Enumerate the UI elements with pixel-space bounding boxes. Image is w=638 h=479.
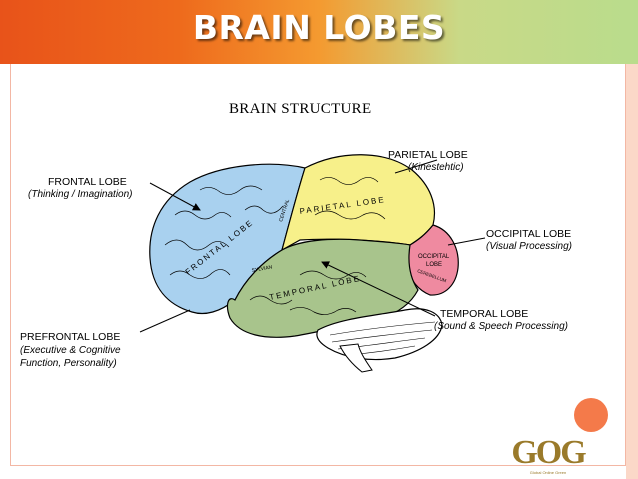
side-accent-bar [626, 64, 638, 479]
slide-frame [10, 64, 626, 466]
occipital-inner-label-1: OCCIPITAL [418, 254, 450, 260]
frontal-lobe-label: FRONTAL LOBE [48, 176, 127, 188]
frontal-lobe-desc: (Thinking / Imagination) [28, 189, 133, 200]
temporal-lobe-desc: (Sound & Speech Processing) [434, 321, 568, 332]
sylvian-inner-label: SYLVIAN [251, 264, 273, 274]
slide-title: BRAIN LOBES [192, 8, 446, 47]
prefrontal-lobe-label: PREFRONTAL LOBE [20, 331, 121, 343]
prefrontal-lobe-desc-2: Function, Personality) [20, 358, 117, 369]
parietal-lobe-label: PARIETAL LOBE [388, 149, 468, 161]
accent-circle [574, 398, 608, 432]
logo-tagline: Global Online Green [529, 470, 567, 475]
logo-text: GOG [511, 434, 586, 471]
diagram-title: BRAIN STRUCTURE [229, 101, 372, 117]
title-banner [0, 0, 638, 64]
parietal-lobe-desc: (Kinestehtic) [408, 162, 464, 173]
brain-stem [339, 343, 373, 373]
occipital-inner-label-2: LOBE [426, 262, 442, 268]
prefrontal-lobe-desc-1: (Executive & Cognitive [20, 345, 121, 356]
occipital-lobe-label: OCCIPITAL LOBE [486, 228, 572, 240]
occipital-lobe-desc: (Visual Processing) [486, 241, 572, 252]
temporal-lobe-label: TEMPORAL LOBE [440, 308, 529, 320]
gog-logo: GOG Global Online Green [508, 434, 588, 476]
